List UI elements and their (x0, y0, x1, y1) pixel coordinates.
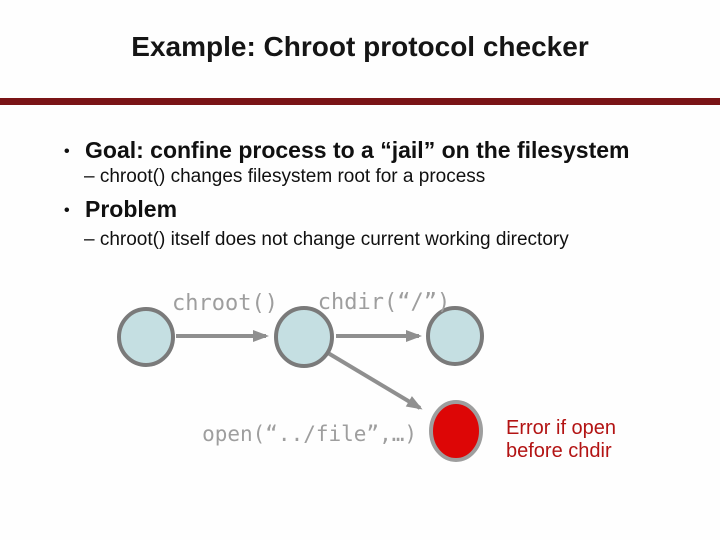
bullet-label-goal: Goal: confine process to a “jail” on the… (85, 137, 630, 163)
error-note: Error if open before chdir (506, 417, 616, 463)
sub-bullet-chroot-cwd: – chroot() itself does not change curren… (84, 229, 569, 250)
slide-title: Example: Chroot protocol checker (131, 31, 589, 62)
transition-label-open: open(“../file”,…) (202, 422, 417, 446)
state-circle-after-chroot (274, 306, 334, 368)
sub-bullet-chroot-changes: – chroot() changes filesystem root for a… (84, 166, 486, 187)
transition-label-chdir: chdir(“/”) (318, 290, 450, 315)
transition-label-chroot: chroot() (172, 291, 278, 316)
bullet-item-goal: • Goal: confine process to a “jail” on th… (64, 137, 629, 165)
state-circle-error (429, 400, 483, 462)
state-circle-start (117, 307, 175, 367)
title-rule (0, 98, 720, 105)
bullet-item-problem: • Problem (64, 196, 177, 224)
error-note-line1: Error if open (506, 417, 617, 439)
state-circle-after-chdir (426, 306, 484, 366)
transition-arrow-open (326, 351, 423, 410)
bullet-dot-icon: • (64, 202, 70, 219)
error-note-line2: before chdir (506, 440, 612, 462)
bullet-label-problem: Problem (85, 196, 178, 222)
bullet-dot-icon: • (64, 143, 70, 160)
